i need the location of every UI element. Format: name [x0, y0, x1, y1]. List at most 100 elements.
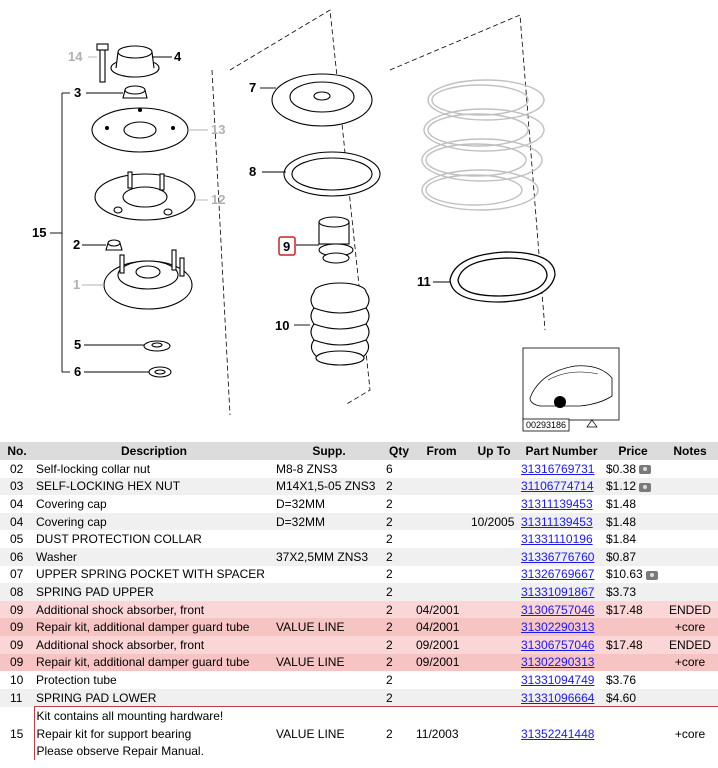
table-row[interactable]: 15 Repair kit for support bearing VALUE …: [0, 724, 718, 743]
cell-part-number[interactable]: 31326769667: [519, 566, 604, 584]
part-number-link[interactable]: 31311139453: [521, 514, 593, 529]
camera-icon[interactable]: [639, 465, 652, 475]
cell-supp: [274, 636, 384, 654]
callout-14[interactable]: 14: [68, 49, 83, 64]
camera-icon[interactable]: [639, 482, 652, 492]
camera-icon[interactable]: [645, 570, 658, 580]
part-number-link[interactable]: 31331110196: [521, 532, 593, 547]
cell-price: $0.87: [604, 548, 662, 566]
parts-table-container: No. Description Supp. Qty From Up To Par…: [0, 442, 718, 761]
cell-notes: [662, 530, 718, 548]
callout-8[interactable]: 8: [249, 164, 256, 179]
part-number-link[interactable]: 31331096664: [521, 690, 595, 705]
callout-6[interactable]: 6: [74, 364, 81, 379]
cell-notes: [662, 478, 718, 496]
cell-upto: [469, 478, 519, 496]
cell-supp: M8-8 ZNS3: [276, 461, 338, 476]
part-number-link[interactable]: 31331094749: [521, 672, 595, 687]
cell-qty: 2: [386, 496, 393, 511]
cell-from: [414, 513, 469, 531]
cell-notes: [662, 566, 718, 584]
cell-description: Repair kit for support bearing: [33, 724, 274, 743]
cell-part-number[interactable]: 31306757046: [519, 636, 604, 654]
cell-part-number[interactable]: 31331096664: [519, 689, 604, 707]
header-upto: Up To: [469, 442, 519, 460]
callout-15[interactable]: 15: [32, 225, 46, 240]
cell-part-number[interactable]: 31331094749: [519, 671, 604, 689]
part-number-link[interactable]: 31302290313: [521, 620, 595, 635]
left-stack: [91, 43, 196, 378]
part-number-link[interactable]: 31311139453: [521, 496, 593, 511]
cell-part-number[interactable]: 31311139453: [519, 513, 604, 531]
callout-1[interactable]: 1: [73, 277, 80, 292]
callout-4[interactable]: 4: [174, 49, 182, 64]
callout-11[interactable]: 11: [417, 274, 431, 289]
cell-qty: 2: [386, 479, 393, 494]
callout-9[interactable]: 9: [283, 239, 290, 254]
part-number-link[interactable]: 31326769667: [521, 567, 595, 582]
part-number-link[interactable]: 31316769731: [521, 461, 595, 476]
cell-upto: [469, 583, 519, 601]
cell-notes: [662, 513, 718, 531]
cell-price: $1.48: [604, 495, 662, 513]
header-part-number: Part Number: [519, 442, 604, 460]
cell-part-number[interactable]: 31302290313: [519, 654, 604, 672]
cell-upto: [469, 671, 519, 689]
cell-part-number[interactable]: 31106774714: [519, 478, 604, 496]
cell-no: 04: [10, 496, 24, 511]
cell-supp: [274, 689, 384, 707]
cell-price: [604, 725, 662, 743]
cell-part-number[interactable]: 31331110196: [519, 530, 604, 548]
callout-7[interactable]: 7: [249, 80, 256, 95]
table-header-row: No. Description Supp. Qty From Up To Par…: [0, 442, 718, 460]
cell-notes: [662, 548, 718, 566]
part-number-link[interactable]: 31306757046: [521, 637, 595, 652]
cell-part-number[interactable]: 31306757046: [519, 601, 604, 619]
cell-part-number[interactable]: 31316769731: [519, 460, 604, 478]
cell-supp: 37X2,5MM ZNS3: [276, 549, 369, 564]
part-number-link[interactable]: 31302290313: [521, 655, 595, 670]
cell-notes: +core: [674, 726, 706, 741]
cell-part-number[interactable]: 31336776760: [519, 548, 604, 566]
cell-no: 02: [10, 461, 24, 476]
part-number-link[interactable]: 31352241448: [521, 726, 595, 741]
callout-3[interactable]: 3: [74, 85, 81, 100]
cell-qty: 2: [386, 726, 393, 741]
cell-part-number[interactable]: 31331091867: [519, 583, 604, 601]
part-number-link[interactable]: 31336776760: [521, 549, 595, 564]
part-number-link[interactable]: 31106774714: [521, 479, 594, 494]
cell-qty: 2: [386, 672, 393, 687]
callout-5[interactable]: 5: [74, 337, 81, 352]
cell-description: UPPER SPRING POCKET WITH SPACER: [36, 567, 265, 582]
part-number-link[interactable]: 31331091867: [521, 584, 595, 599]
callout-12[interactable]: 12: [211, 192, 225, 207]
cell-description: Washer: [36, 549, 77, 564]
header-from: From: [414, 442, 469, 460]
cell-description: Additional shock absorber, front: [36, 637, 205, 652]
cell-notes: [662, 495, 718, 513]
cell-part-number[interactable]: 31302290313: [519, 618, 604, 636]
cell-upto: [469, 566, 519, 584]
callout-10[interactable]: 10: [275, 318, 289, 333]
cell-upto: [469, 530, 519, 548]
cell-part-number[interactable]: 31311139453: [519, 495, 604, 513]
callout-13[interactable]: 13: [211, 122, 225, 137]
cell-part-number[interactable]: 31352241448: [519, 725, 604, 743]
cell-upto: [469, 689, 519, 707]
callout-2[interactable]: 2: [73, 237, 80, 252]
part-number-link[interactable]: 31306757046: [521, 602, 595, 617]
